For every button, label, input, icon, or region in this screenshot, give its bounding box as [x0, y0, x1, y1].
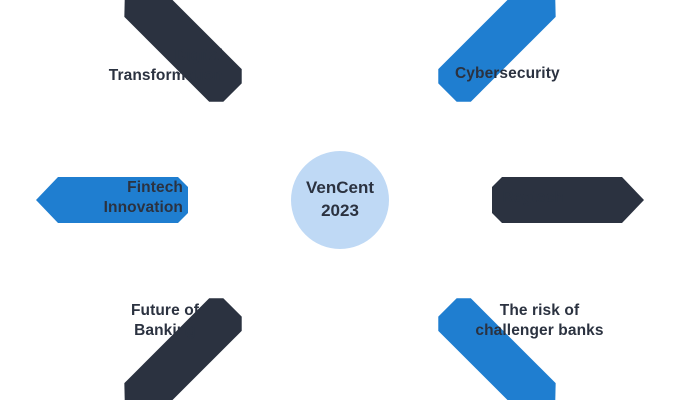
- arrow-label-topic-3: TOPIC 3: [250, 110, 296, 156]
- outer-label-cybersecurity: Cybersecurity: [455, 65, 560, 82]
- outer-label-future-of-banking: Future of Banking: [130, 302, 200, 339]
- hub-title-line1: VenCent: [306, 178, 374, 197]
- arrow-body-topic-5: [36, 177, 188, 223]
- arrow-label-topic-5: TOPIC 5: [415, 193, 466, 207]
- arrow-label-topic-4: TOPIC 4: [386, 110, 432, 156]
- outer-label-regtech: Regtech: [502, 189, 564, 206]
- arrow-label-topic-2: TOPIC 2: [218, 193, 269, 207]
- arrow-label-topic-6: TOPIC 6: [386, 244, 432, 290]
- arrow-body-topic-3: [438, 298, 556, 400]
- spoke-topic-3[interactable]: TOPIC 3: [250, 110, 571, 400]
- spoke-topic-4[interactable]: TOPIC 4: [109, 110, 432, 400]
- outer-label-fintech-innovation: Fintech Innovation: [103, 179, 183, 216]
- arrow-body-topic-2: [492, 177, 644, 223]
- hub-circle[interactable]: [291, 151, 389, 249]
- arrow-body-topic-4: [124, 298, 242, 400]
- outer-label-digital-transformation: Digital Transformation: [108, 47, 223, 84]
- arrow-body-topic-6: [124, 0, 242, 102]
- spoke-topic-1[interactable]: TOPIC 1: [250, 0, 571, 290]
- hub-title-line2: 2023: [321, 201, 359, 220]
- outer-label-risk-of-challenger-banks: The risk of challenger banks: [475, 302, 604, 339]
- arrow-label-topic-1: TOPIC 1: [250, 244, 296, 290]
- arrow-body-topic-1: [438, 0, 556, 102]
- spoke-topic-5[interactable]: TOPIC 5: [36, 177, 465, 223]
- spoke-topic-2[interactable]: TOPIC 2: [218, 177, 644, 223]
